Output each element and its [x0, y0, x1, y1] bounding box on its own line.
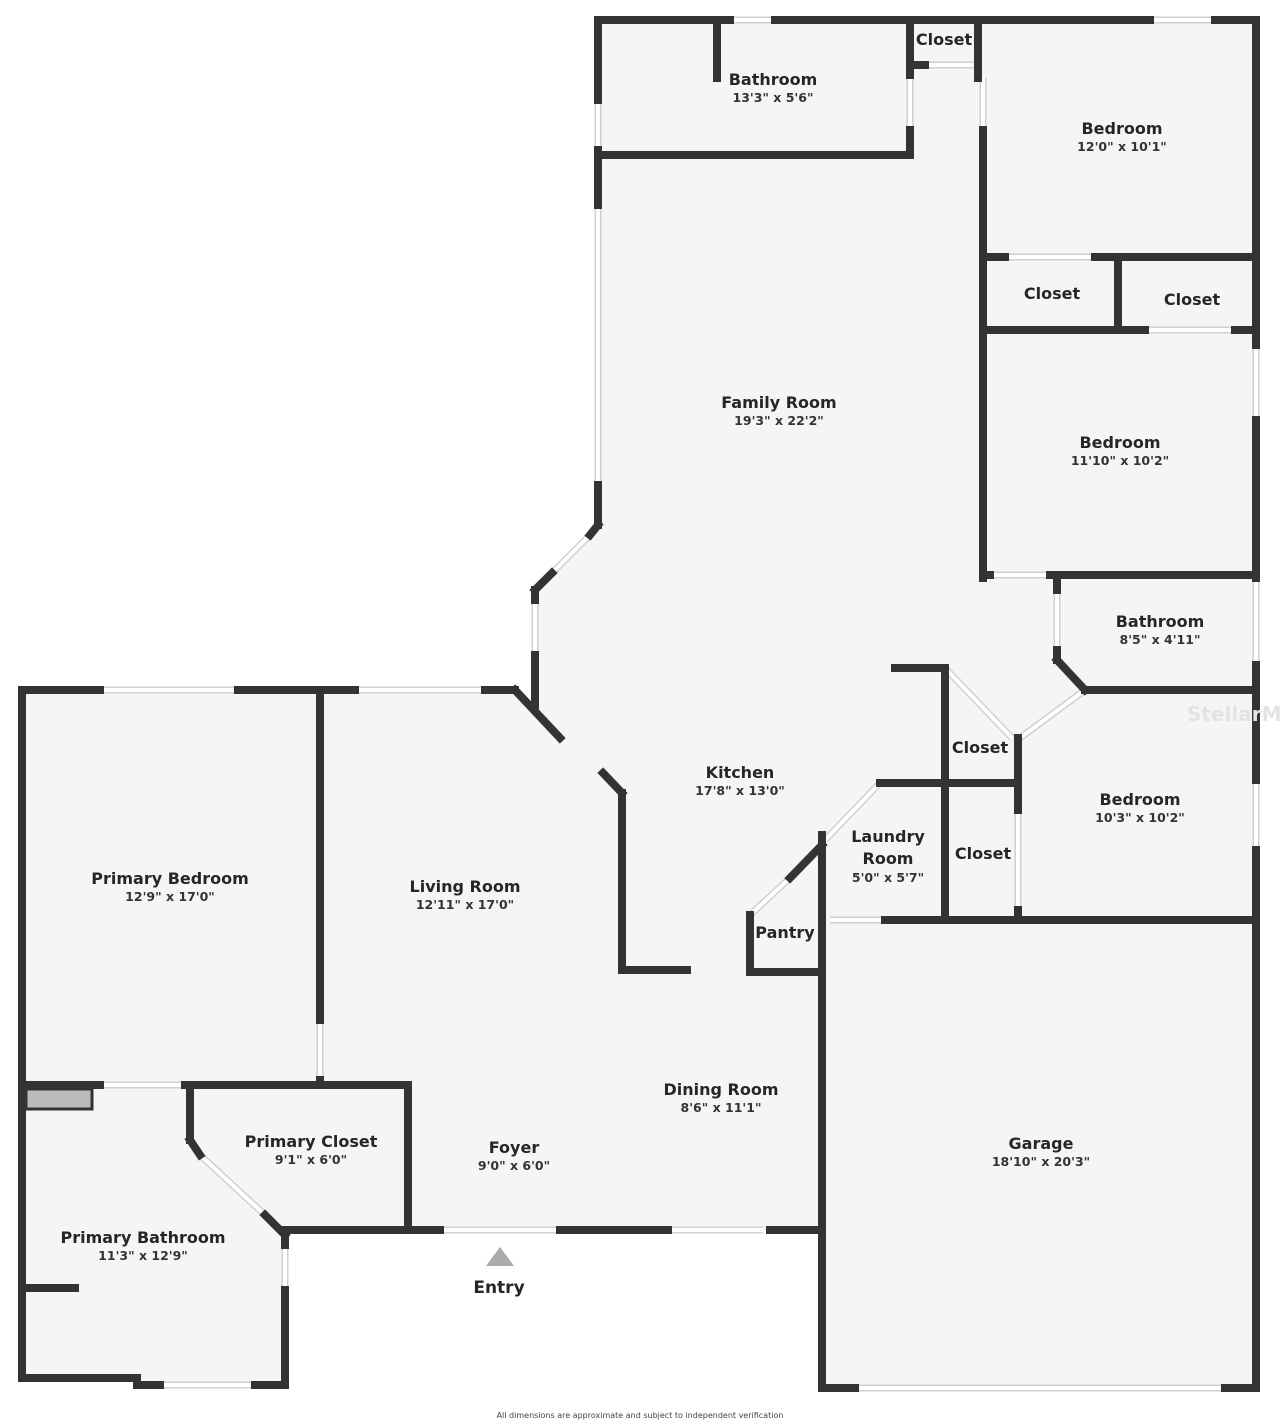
wall: [784, 839, 828, 884]
room-label: Closet: [954, 844, 1012, 863]
floor-area: [22, 20, 1256, 1388]
wall: [529, 567, 558, 596]
opening-inner: [823, 781, 882, 842]
opening-inner: [1018, 688, 1087, 740]
room-label: Closet: [951, 738, 1009, 757]
entry-arrow-icon: [486, 1247, 514, 1266]
opening-inner: [553, 533, 592, 572]
watermark-logo: StellarMLS: [1187, 702, 1280, 726]
disclaimer-note: All dimensions are approximate and subje…: [496, 1411, 784, 1420]
opening-inner: [198, 1153, 267, 1217]
entry-label: Entry: [473, 1278, 525, 1298]
wall: [184, 1134, 206, 1161]
wall: [509, 684, 566, 744]
walls: [18, 16, 1260, 1392]
room-label: Closet: [1023, 284, 1081, 303]
opening-inner: [943, 666, 1014, 740]
room-label: Closet: [1163, 290, 1221, 309]
hatched-fixture: [24, 1087, 94, 1111]
wall: [1051, 654, 1091, 696]
room-label: Pantry: [755, 923, 815, 942]
wall: [259, 1209, 291, 1241]
windows-and-doors: [100, 16, 1260, 1392]
room-label: Closet: [915, 30, 973, 49]
opening-inner: [748, 876, 792, 917]
